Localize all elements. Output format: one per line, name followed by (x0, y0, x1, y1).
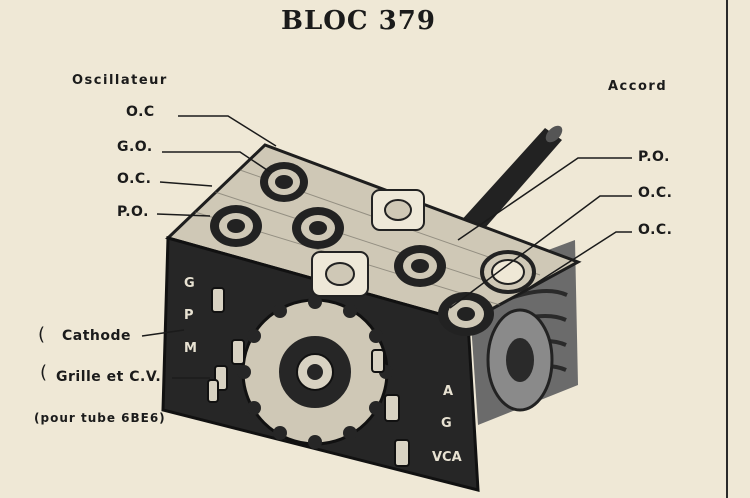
label-oc-2: O.C. (117, 171, 152, 187)
coil-cylinder (468, 240, 578, 425)
label-oc-right-2: O.C. (638, 222, 673, 238)
label-po-left: P.O. (117, 204, 149, 220)
leader-lines (141, 115, 632, 379)
label-po-right: P.O. (638, 149, 670, 165)
rotary-switch-wafer (237, 295, 393, 449)
oscillator-header: Oscillateur (72, 73, 168, 88)
front-solder-lugs (207, 287, 410, 467)
label-oc-right-1: O.C. (638, 185, 673, 201)
top-adjustment-screws (210, 162, 536, 336)
label-cathode: Cathode (62, 328, 132, 344)
terminal-letter-m: M (184, 341, 197, 356)
tuning-header: Accord (608, 79, 668, 94)
terminal-letter-p: P (184, 308, 194, 323)
terminal-letter-vca: VCA (432, 450, 462, 465)
label-oc-1: O.C (126, 104, 155, 120)
terminal-letter-g: G (184, 276, 195, 291)
terminal-letter-g-side: G (441, 416, 452, 431)
diagram-title: BLOC 379 (281, 6, 436, 36)
label-tube-note: (pour tube 6BE6) (34, 411, 166, 425)
brace-mark-1: ( (38, 324, 46, 345)
label-grid-cv: Grille et C.V. (56, 369, 162, 385)
label-go: G.O. (117, 139, 153, 155)
shaft (458, 125, 563, 236)
brace-mark-2: ( (40, 362, 48, 383)
terminal-letter-a: A (443, 384, 454, 399)
